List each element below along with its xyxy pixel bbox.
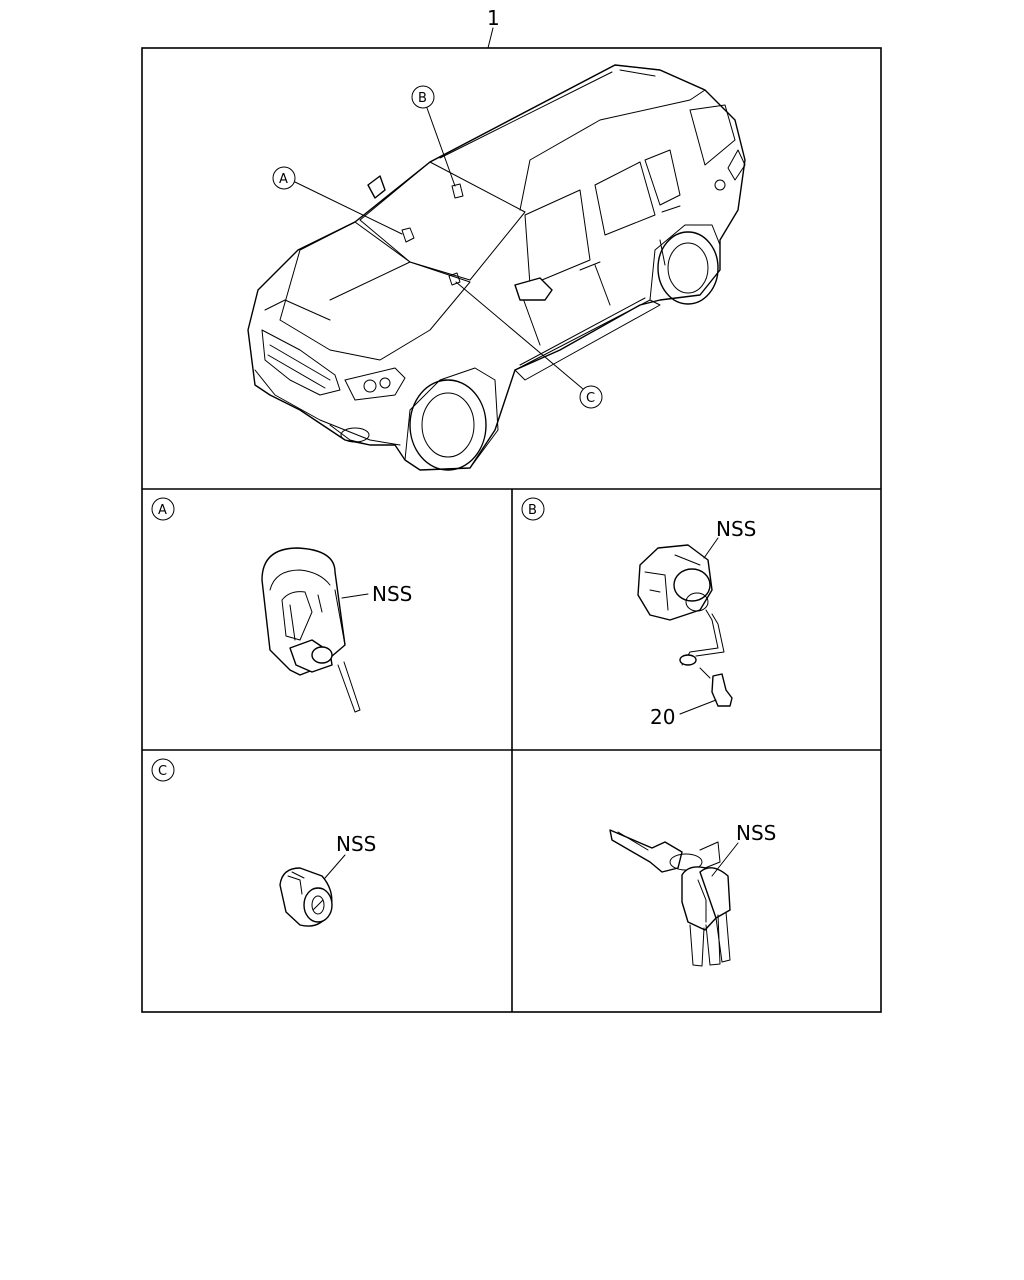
panel-b: B NSS 20 — [521, 497, 756, 729]
key-set-illustration — [609, 829, 731, 967]
panel-b-nss-label: NSS — [716, 517, 756, 541]
panel-c: C NSS — [151, 758, 376, 927]
door-lock-cylinder-illustration — [637, 544, 733, 707]
callout-b-leader: B — [411, 85, 456, 187]
lock-cylinder-illustration — [279, 867, 333, 927]
panel-a-nss-label: NSS — [372, 582, 412, 606]
assembly-callout: 1 — [487, 6, 500, 49]
assembly-callout-number: 1 — [487, 6, 500, 30]
panel-keys: NSS — [609, 821, 776, 967]
panel-a-letter: A — [158, 503, 167, 518]
ignition-cylinder-illustration — [261, 547, 361, 713]
panel-c-letter: C — [158, 764, 167, 779]
callout-c-leader: C — [455, 281, 603, 409]
callout-a-letter: A — [279, 172, 288, 187]
panel-b-part-number-label: 20 — [650, 705, 675, 729]
panel-a: A NSS — [151, 497, 412, 713]
diagram-frame — [141, 47, 882, 1013]
panel-b-letter: B — [528, 503, 537, 518]
keys-nss-label: NSS — [736, 821, 776, 845]
callout-b-letter: B — [418, 91, 427, 106]
callout-a-leader: A — [272, 166, 403, 235]
panel-c-nss-label: NSS — [336, 832, 376, 856]
callout-c-letter: C — [586, 391, 595, 406]
vehicle-illustration — [247, 64, 746, 471]
